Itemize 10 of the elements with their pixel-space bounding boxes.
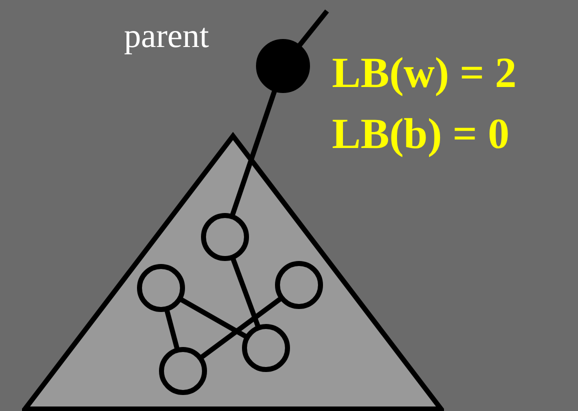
bound-label: LB(b) = 0 <box>332 113 510 156</box>
connector-line <box>296 9 329 48</box>
connector-line <box>164 308 180 350</box>
connector-line <box>199 296 283 360</box>
connector-line <box>230 256 261 328</box>
circle-node <box>256 39 310 93</box>
bound-label: LB(w) = 2 <box>332 52 517 95</box>
connector-line <box>230 88 278 217</box>
connector-line <box>178 296 248 340</box>
node-caption: parent <box>124 20 209 54</box>
